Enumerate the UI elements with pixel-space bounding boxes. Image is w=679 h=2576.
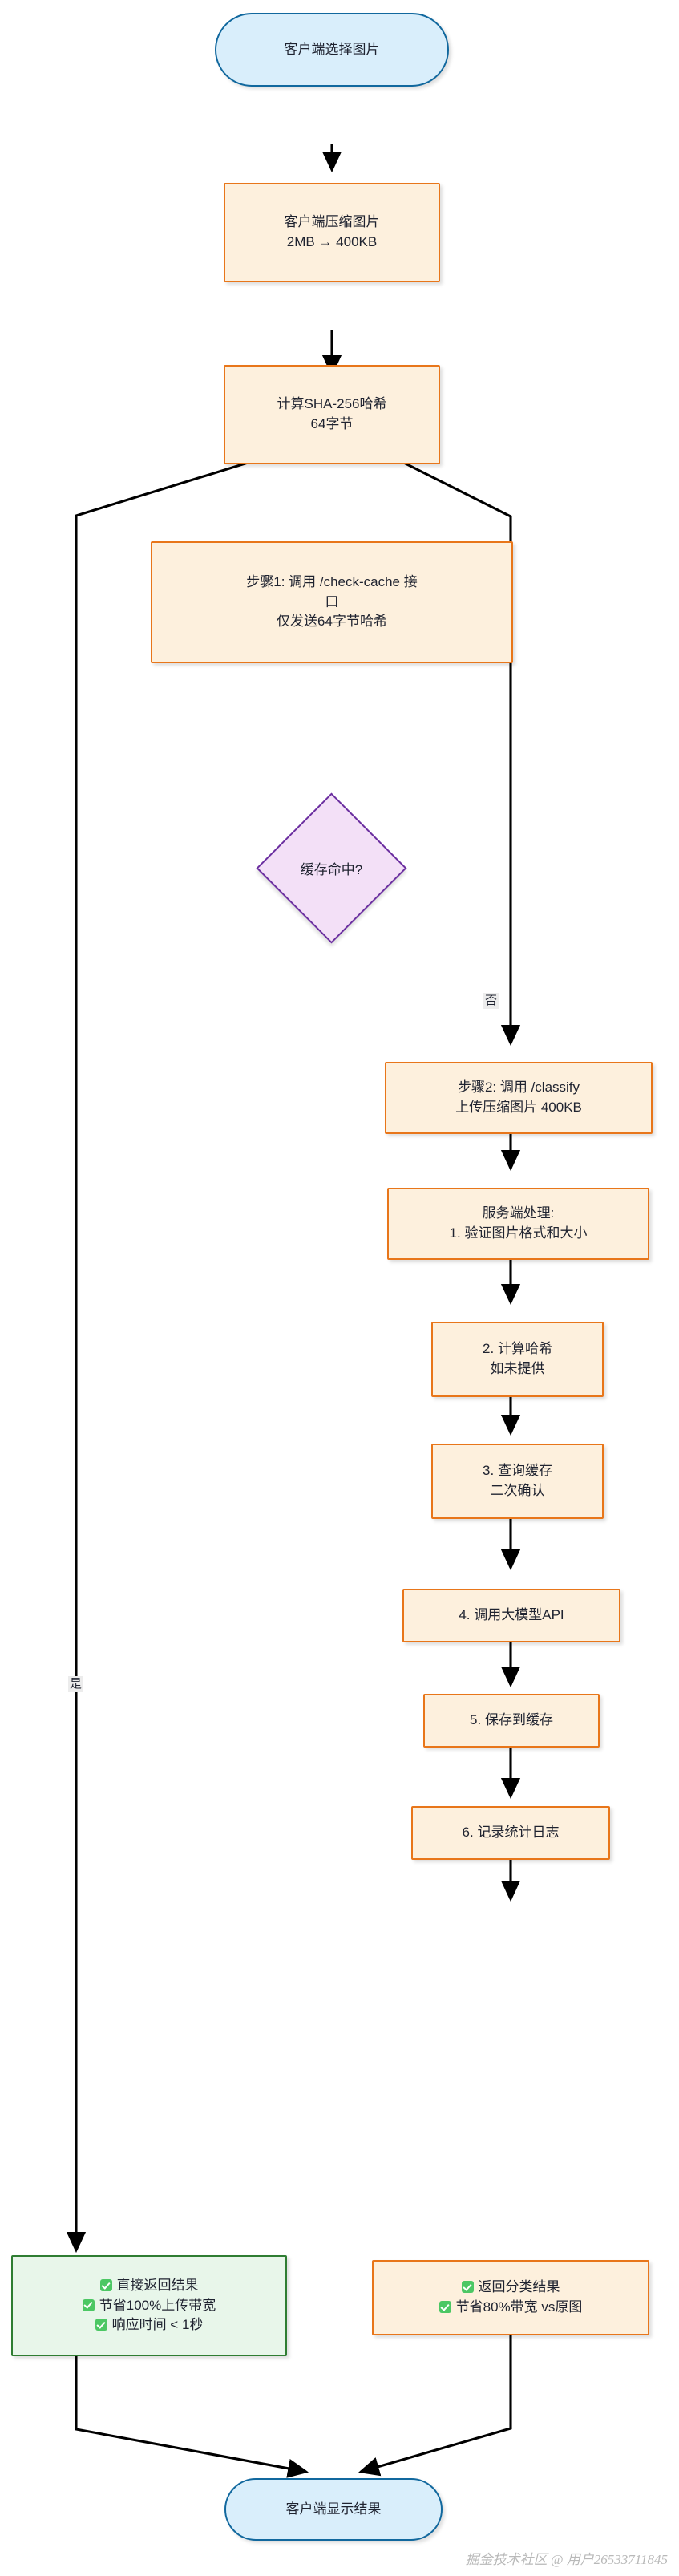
node-hash-line-0: 计算SHA-256哈希 <box>277 396 387 412</box>
node-cache-miss-result[interactable]: 返回分类结果 节省80%带宽 vs原图 <box>372 2260 649 2335</box>
node-hash[interactable]: 计算SHA-256哈希 64字节 <box>224 365 440 464</box>
edge-decision-hit <box>66 452 280 2254</box>
node-hit-result-line-0: 直接返回结果 <box>99 2276 199 2296</box>
node-start[interactable]: 客户端选择图片 <box>215 13 449 87</box>
node-check-cache-line-0: 步骤1: 调用 /check-cache 接 <box>246 574 418 590</box>
node-server-process[interactable]: 服务端处理: 1. 验证图片格式和大小 <box>387 1188 649 1260</box>
check-icon <box>82 2299 95 2311</box>
check-icon <box>439 2301 451 2313</box>
node-compress-line-0: 客户端压缩图片 <box>284 214 380 230</box>
node-server-line-1: 1. 验证图片格式和大小 <box>449 1225 588 1241</box>
watermark: 掘金技术社区 @ 用户26533711845 <box>465 2552 668 2567</box>
node-step-2-line-0: 2. 计算哈希 <box>483 1341 552 1357</box>
node-step-5[interactable]: 5. 保存到缓存 <box>423 1694 600 1748</box>
node-miss-result-text-1: 节省80%带宽 vs原图 <box>455 2299 583 2315</box>
node-step-6[interactable]: 6. 记录统计日志 <box>411 1806 610 1860</box>
node-miss-result-text-0: 返回分类结果 <box>478 2279 560 2295</box>
node-step-6-line-0: 6. 记录统计日志 <box>462 1825 560 1841</box>
node-miss-result-line-1: 节省80%带宽 vs原图 <box>439 2298 583 2318</box>
edge-miss-end <box>358 2322 512 2477</box>
check-icon <box>461 2281 474 2294</box>
node-check-cache[interactable]: 步骤1: 调用 /check-cache 接 口 仅发送64字节哈希 <box>151 541 513 663</box>
node-compress[interactable]: 客户端压缩图片 2MB → 400KB <box>224 183 440 282</box>
node-server-line-0: 服务端处理: <box>482 1205 555 1221</box>
node-hit-result-text-2: 响应时间 < 1秒 <box>111 2317 204 2333</box>
node-end-line-0: 客户端显示结果 <box>285 2501 382 2517</box>
node-cache-hit-result[interactable]: 直接返回结果 节省100%上传带宽 响应时间 < 1秒 <box>11 2255 287 2356</box>
node-check-cache-line-1: 口 <box>325 593 339 610</box>
node-step-3-line-1: 二次确认 <box>490 1483 545 1498</box>
node-hit-result-text-1: 节省100%上传带宽 <box>99 2297 216 2313</box>
node-decision-label: 缓存命中? <box>300 862 363 877</box>
node-step-2-line-1: 如未提供 <box>490 1361 545 1376</box>
node-classify-line-0: 步骤2: 调用 /classify <box>457 1079 580 1096</box>
node-decision-cache-hit[interactable]: 缓存命中? <box>256 792 407 944</box>
node-end[interactable]: 客户端显示结果 <box>224 2478 443 2541</box>
node-hash-line-1: 64字节 <box>310 416 354 431</box>
node-step-2[interactable]: 2. 计算哈希 如未提供 <box>431 1322 604 1397</box>
node-step-3[interactable]: 3. 查询缓存 二次确认 <box>431 1444 604 1519</box>
node-step-5-line-0: 5. 保存到缓存 <box>470 1712 553 1728</box>
node-miss-result-line-0: 返回分类结果 <box>461 2278 560 2298</box>
edge-decision-classify <box>384 452 521 1047</box>
node-hit-result-line-2: 响应时间 < 1秒 <box>95 2315 204 2335</box>
node-compress-line-1: 2MB → 400KB <box>286 234 378 249</box>
edge-hit-end <box>75 2332 309 2478</box>
edge-label-no: 否 <box>483 993 499 1009</box>
node-classify-line-1: 上传压缩图片 400KB <box>455 1100 582 1115</box>
node-check-cache-line-2: 仅发送64字节哈希 <box>277 614 387 630</box>
node-start-line-0: 客户端选择图片 <box>284 41 380 57</box>
check-icon <box>95 2319 107 2331</box>
node-classify[interactable]: 步骤2: 调用 /classify 上传压缩图片 400KB <box>385 1062 653 1134</box>
node-step-4-line-0: 4. 调用大模型API <box>459 1607 564 1623</box>
node-hit-result-line-1: 节省100%上传带宽 <box>82 2296 216 2316</box>
node-step-4[interactable]: 4. 调用大模型API <box>402 1589 620 1642</box>
node-step-3-line-0: 3. 查询缓存 <box>483 1463 552 1479</box>
node-hit-result-text-0: 直接返回结果 <box>116 2278 199 2294</box>
edge-label-yes: 是 <box>68 1676 84 1692</box>
check-icon <box>99 2279 112 2292</box>
